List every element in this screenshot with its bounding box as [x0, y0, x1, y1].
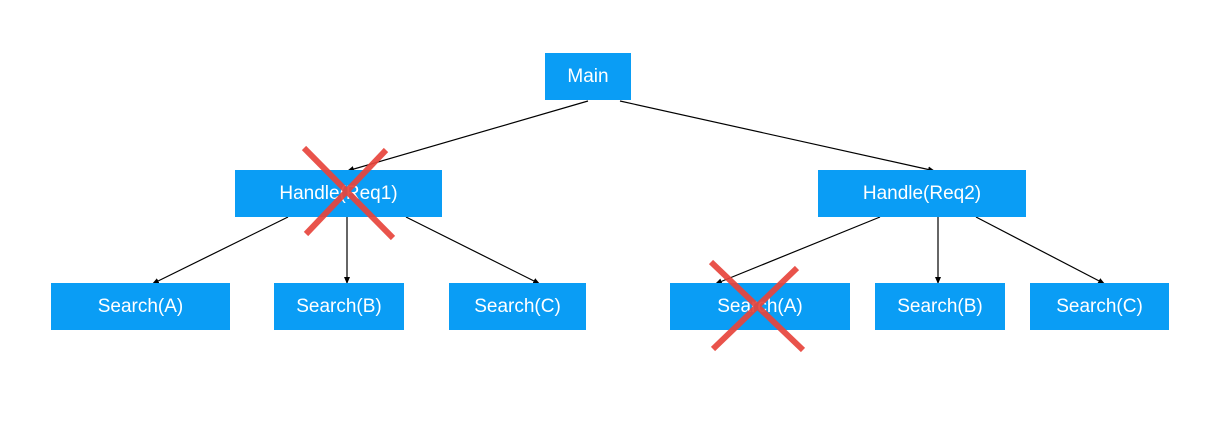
node-req2-search-b: Search(B): [875, 283, 1005, 330]
node-handle-req2: Handle(Req2): [818, 170, 1026, 217]
node-req1-search-a: Search(A): [51, 283, 230, 330]
edge-handle-req1-to-search-a: [151, 216, 289, 285]
edge-handle-req2-to-search-c: [975, 216, 1106, 285]
edge-main-to-handle-req2: [619, 100, 936, 173]
node-req2-search-c: Search(C): [1030, 283, 1169, 330]
edge-handle-req2-to-search-a: [714, 216, 881, 285]
node-req1-search-b: Search(B): [274, 283, 404, 330]
node-req1-search-c: Search(C): [449, 283, 586, 330]
node-req2-search-a: Search(A): [670, 283, 850, 330]
node-main: Main: [545, 53, 631, 100]
edge-handle-req1-to-search-c: [405, 216, 541, 285]
node-handle-req1: Handle(Req1): [235, 170, 442, 217]
edge-main-to-handle-req1: [346, 100, 589, 172]
